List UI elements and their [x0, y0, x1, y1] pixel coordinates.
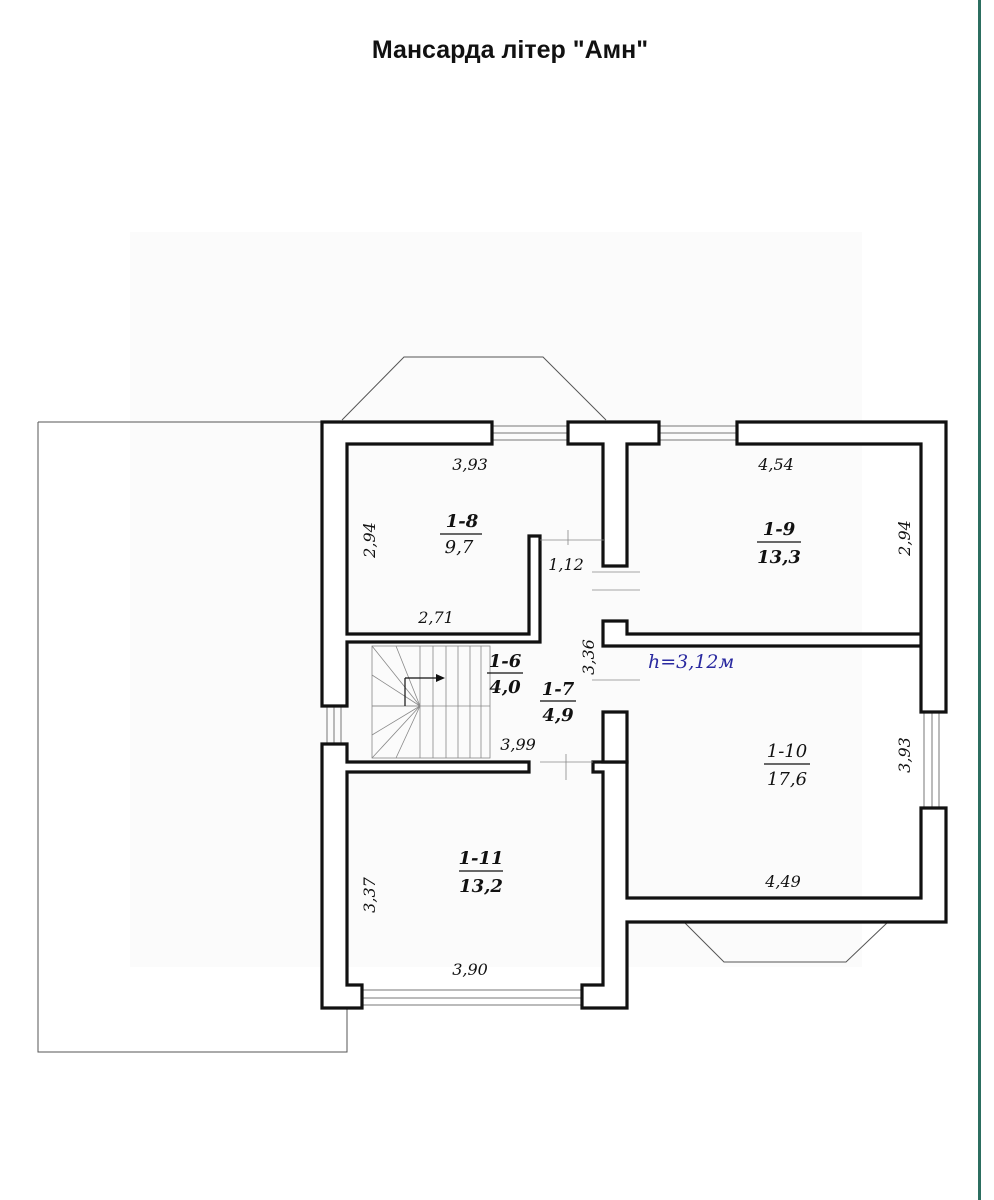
room-1-10: 1-10 17,6	[764, 741, 810, 790]
window-right	[923, 712, 940, 808]
room-number: 1-8	[446, 511, 479, 532]
ceiling-height-note: h=3,12м	[648, 651, 734, 673]
wall-lower-left	[320, 742, 531, 1010]
room-area: 13,3	[757, 547, 801, 568]
dim-r110-width: 4,49	[764, 872, 801, 891]
dim-r19-width: 4,54	[757, 455, 794, 474]
room-area: 13,2	[459, 876, 503, 897]
plan-title: Мансарда літер "Амн"	[371, 36, 649, 64]
wall-upper-left	[320, 420, 542, 708]
dim-r18-bottom: 2,71	[417, 608, 454, 627]
room-number: 1-7	[542, 679, 575, 700]
dim-r111-height: 3,37	[360, 876, 379, 912]
wall-lower-right	[580, 760, 948, 1010]
dim-r19-height: 2,94	[895, 520, 914, 557]
room-1-6: 1-6 4,0	[487, 651, 523, 698]
dim-r18-height: 2,94	[360, 522, 379, 559]
dim-r110-height: 3,93	[895, 737, 914, 773]
room-1-9: 1-9 13,3	[757, 519, 801, 568]
window-left	[326, 705, 342, 744]
roof-outline	[37, 421, 348, 1053]
walls	[320, 420, 948, 1010]
room-number: 1-6	[489, 651, 522, 672]
wall-central-column	[566, 420, 661, 568]
door-lines	[540, 530, 640, 780]
room-1-8: 1-8 9,7	[440, 511, 482, 558]
dim-corridor-height: 3,36	[579, 639, 598, 675]
wall-middle-divider	[601, 710, 629, 764]
window-top-right	[659, 425, 737, 441]
room-number: 1-10	[767, 741, 807, 762]
dim-r18-width: 3,93	[452, 455, 488, 474]
room-1-11: 1-11 13,2	[458, 848, 503, 897]
dim-corridor-gap: 1,12	[548, 555, 584, 574]
page-right-border	[978, 0, 981, 1200]
dim-stair-width: 3,99	[500, 735, 536, 754]
room-area: 17,6	[767, 769, 807, 790]
dim-r111-width: 3,90	[452, 960, 488, 979]
background-sheet	[130, 232, 862, 967]
window-bottom	[362, 989, 582, 1006]
staircase	[371, 645, 491, 759]
room-area: 4,0	[489, 677, 521, 698]
wall-upper-right	[601, 420, 948, 714]
room-area: 9,7	[445, 537, 474, 558]
room-1-7: 1-7 4,9	[540, 679, 576, 726]
room-area: 4,9	[542, 705, 574, 726]
bottom-bay-outline	[683, 921, 889, 963]
top-bay-outline	[341, 356, 607, 421]
dimensions: 3,93 2,94 2,71 1,12 4,54 2,94 3,36 3,99 …	[360, 455, 914, 979]
room-number: 1-9	[763, 519, 796, 540]
room-number: 1-11	[458, 848, 503, 869]
window-top-left	[492, 425, 568, 441]
